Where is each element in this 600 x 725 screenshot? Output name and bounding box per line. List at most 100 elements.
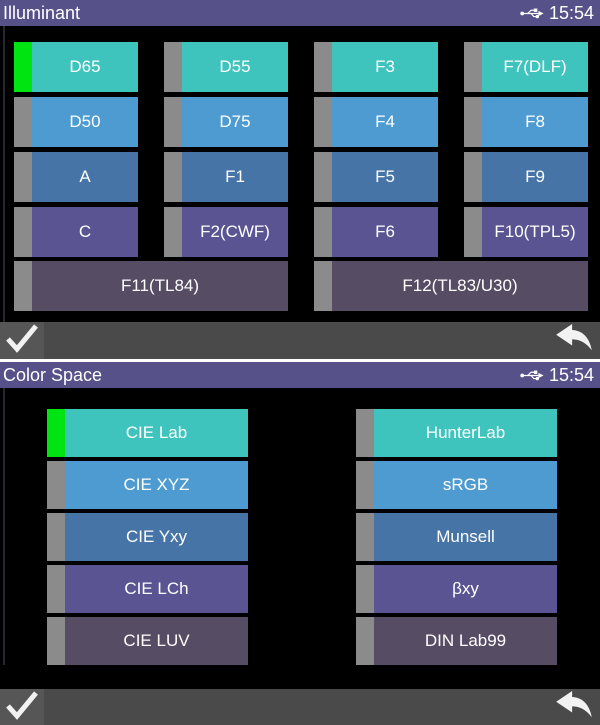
- stripe: [164, 97, 182, 147]
- button-label: CIE Lab: [65, 409, 248, 457]
- stripe: [164, 42, 182, 92]
- button-a[interactable]: A: [14, 152, 138, 202]
- button-label: F1: [182, 152, 288, 202]
- button-f1[interactable]: F1: [164, 152, 288, 202]
- button-label: F2(CWF): [182, 207, 288, 257]
- button-label: F3: [332, 42, 438, 92]
- selected-indicator: [47, 409, 65, 457]
- button-label: D75: [182, 97, 288, 147]
- button-f12-tl83-u30[interactable]: F12(TL83/U30): [314, 261, 588, 311]
- back-arrow-icon: [553, 323, 595, 358]
- illuminant-row-1: D65 D55 F3 F7(DLF): [14, 42, 588, 92]
- colorspace-row-3: CIE Yxy Munsell: [47, 513, 557, 561]
- button-label: D65: [32, 42, 138, 92]
- colorspace-bottombar: [0, 689, 600, 725]
- back-button[interactable]: [548, 322, 600, 359]
- button-label: F7(DLF): [482, 42, 588, 92]
- stripe: [356, 617, 374, 665]
- illuminant-titlebar: Illuminant 15:54: [0, 0, 600, 26]
- button-label: Munsell: [374, 513, 557, 561]
- button-srgb[interactable]: sRGB: [356, 461, 557, 509]
- button-label: HunterLab: [374, 409, 557, 457]
- button-label: F10(TPL5): [482, 207, 588, 257]
- stripe: [356, 409, 374, 457]
- stripe: [14, 261, 32, 311]
- button-din-lab99[interactable]: DIN Lab99: [356, 617, 557, 665]
- button-d65[interactable]: D65: [14, 42, 138, 92]
- button-cie-lch[interactable]: CIE LCh: [47, 565, 248, 613]
- button-label: D55: [182, 42, 288, 92]
- button-label: F6: [332, 207, 438, 257]
- clock-time: 15:54: [548, 2, 594, 23]
- button-f9[interactable]: F9: [464, 152, 588, 202]
- button-label: F11(TL84): [32, 261, 288, 311]
- button-label: CIE LUV: [65, 617, 248, 665]
- button-d50[interactable]: D50: [14, 97, 138, 147]
- stripe: [464, 207, 482, 257]
- button-c[interactable]: C: [14, 207, 138, 257]
- page-title: Color Space: [3, 365, 103, 385]
- button-f2-cwf[interactable]: F2(CWF): [164, 207, 288, 257]
- confirm-button[interactable]: [0, 322, 44, 359]
- button-label: sRGB: [374, 461, 557, 509]
- stripe: [314, 42, 332, 92]
- button-label: F9: [482, 152, 588, 202]
- back-arrow-icon: [553, 690, 595, 725]
- stripe: [14, 97, 32, 147]
- stripe: [14, 152, 32, 202]
- button-f6[interactable]: F6: [314, 207, 438, 257]
- button-munsell[interactable]: Munsell: [356, 513, 557, 561]
- status-area: 15:54: [520, 3, 594, 24]
- button-label: F8: [482, 97, 588, 147]
- button-bxy[interactable]: βxy: [356, 565, 557, 613]
- button-d55[interactable]: D55: [164, 42, 288, 92]
- stripe: [464, 97, 482, 147]
- confirm-button[interactable]: [0, 689, 44, 725]
- button-cie-yxy[interactable]: CIE Yxy: [47, 513, 248, 561]
- stripe: [47, 461, 65, 509]
- button-cie-luv[interactable]: CIE LUV: [47, 617, 248, 665]
- button-label: A: [32, 152, 138, 202]
- button-d75[interactable]: D75: [164, 97, 288, 147]
- button-f5[interactable]: F5: [314, 152, 438, 202]
- button-label: D50: [32, 97, 138, 147]
- button-f10-tpl5[interactable]: F10(TPL5): [464, 207, 588, 257]
- illuminant-bottombar: [0, 322, 600, 359]
- illuminant-row-4: C F2(CWF) F6 F10(TPL5): [14, 207, 588, 257]
- stripe: [47, 513, 65, 561]
- checkmark-icon: [4, 323, 40, 358]
- stripe: [314, 261, 332, 311]
- screen-edge-line: [3, 388, 5, 665]
- colorspace-panel: Color Space 15:54: [0, 362, 600, 725]
- stripe: [464, 42, 482, 92]
- stripe: [356, 513, 374, 561]
- colorspace-row-4: CIE LCh βxy: [47, 565, 557, 613]
- button-f3[interactable]: F3: [314, 42, 438, 92]
- button-f4[interactable]: F4: [314, 97, 438, 147]
- button-f8[interactable]: F8: [464, 97, 588, 147]
- stripe: [164, 207, 182, 257]
- illuminant-row-3: A F1 F5 F9: [14, 152, 588, 202]
- colorspace-row-2: CIE XYZ sRGB: [47, 461, 557, 509]
- stripe: [47, 617, 65, 665]
- clock-time: 15:54: [548, 364, 594, 385]
- button-label: F5: [332, 152, 438, 202]
- stripe: [314, 207, 332, 257]
- button-cie-lab[interactable]: CIE Lab: [47, 409, 248, 457]
- button-f11-tl84[interactable]: F11(TL84): [14, 261, 288, 311]
- colorspace-titlebar: Color Space 15:54: [0, 362, 600, 388]
- button-cie-xyz[interactable]: CIE XYZ: [47, 461, 248, 509]
- stripe: [14, 207, 32, 257]
- back-button[interactable]: [548, 689, 600, 725]
- stripe: [464, 152, 482, 202]
- usb-icon: [520, 369, 544, 382]
- stripe: [356, 461, 374, 509]
- button-label: F4: [332, 97, 438, 147]
- illuminant-panel: Illuminant 15:54: [0, 0, 600, 359]
- stripe: [314, 152, 332, 202]
- button-hunterlab[interactable]: HunterLab: [356, 409, 557, 457]
- selected-indicator: [14, 42, 32, 92]
- button-f7-dlf[interactable]: F7(DLF): [464, 42, 588, 92]
- button-label: CIE Yxy: [65, 513, 248, 561]
